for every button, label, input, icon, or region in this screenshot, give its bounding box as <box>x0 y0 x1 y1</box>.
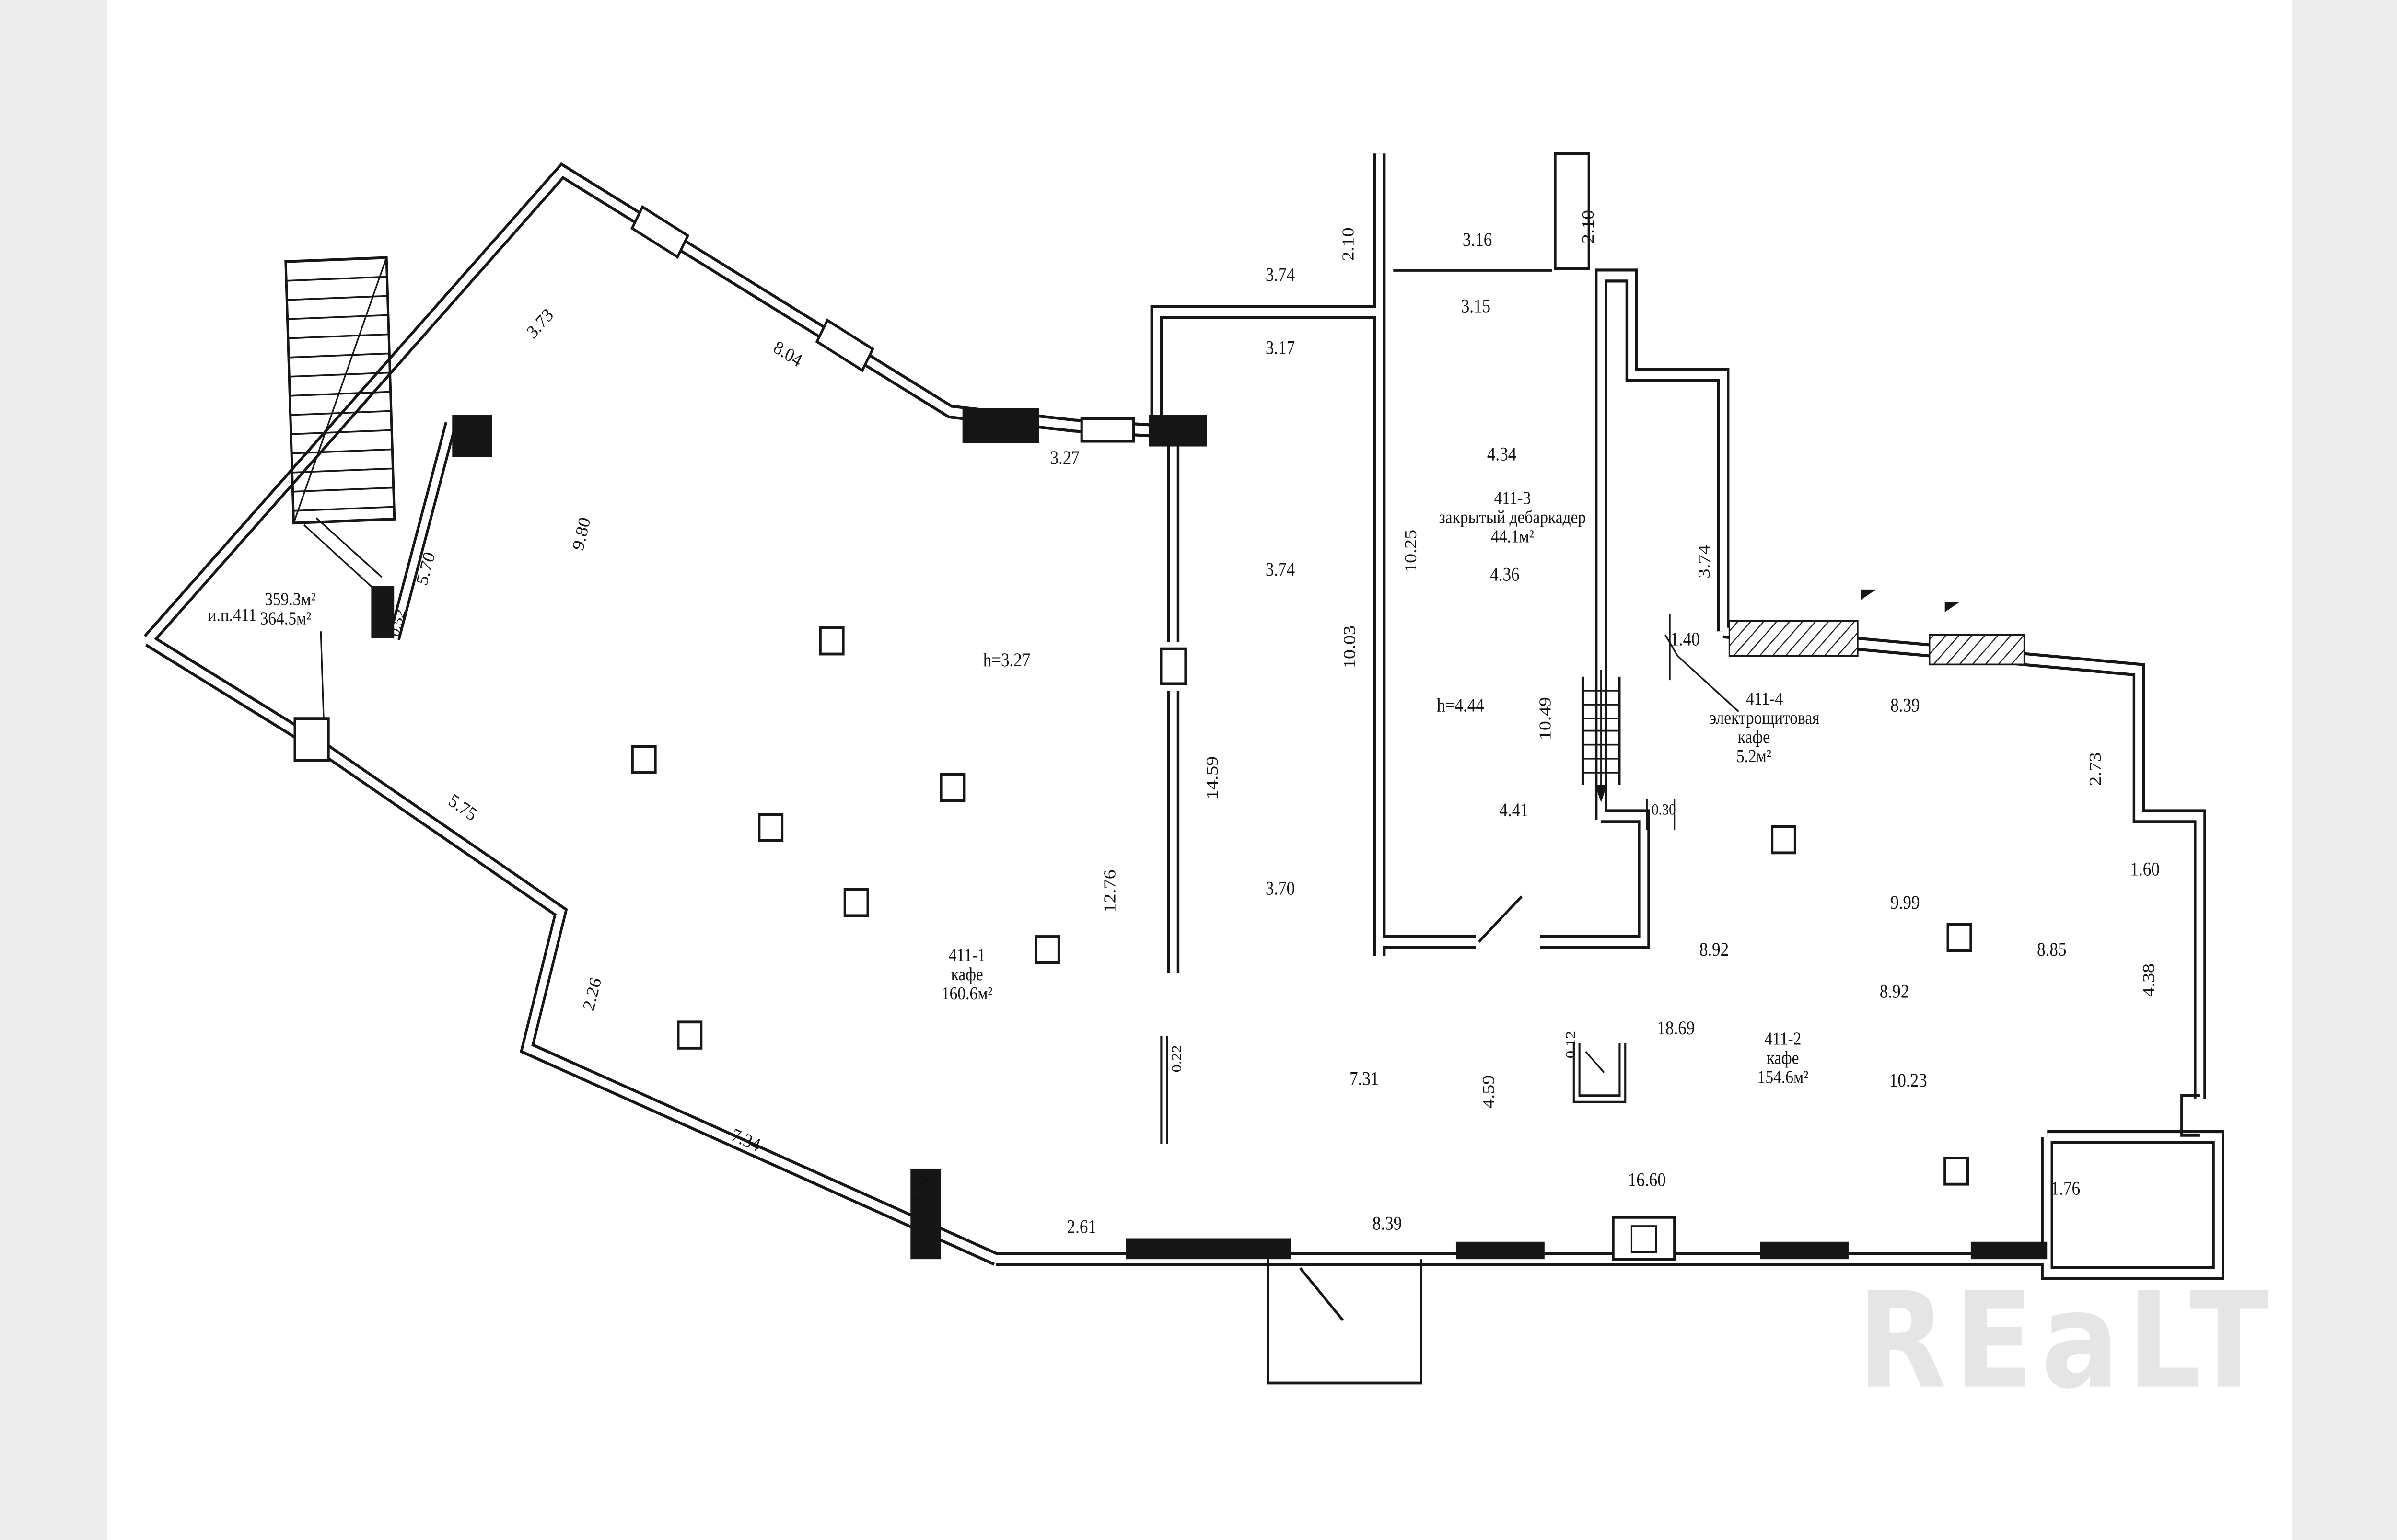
column <box>843 888 869 917</box>
dim-3-15: 3.15 <box>1461 295 1490 317</box>
window-icon <box>1080 417 1135 443</box>
room-411-4-area: 5.2м² <box>1736 746 1771 766</box>
dim-1-40: 1.40 <box>1670 628 1699 650</box>
column <box>1946 923 1972 952</box>
dim-1-76-right: 1.76 <box>2051 1178 2080 1199</box>
dim-8-92-a: 8.92 <box>1699 939 1729 961</box>
room-411-4-name1: электрощитовая <box>1710 707 1820 728</box>
dim-10-49: 10.49 <box>1536 697 1555 740</box>
column <box>677 1020 703 1050</box>
room-411-2-area: 154.6м² <box>1757 1067 1808 1088</box>
dim-1-60: 1.60 <box>2130 859 2160 880</box>
dim-8-85: 8.85 <box>2037 939 2066 961</box>
room-411-1-id: 411-1 <box>949 945 986 965</box>
ip411-leader-line <box>320 631 325 726</box>
dim-4-41: 4.41 <box>1499 799 1528 821</box>
height-debarkader: h=4.44 <box>1437 695 1484 716</box>
dim-3-74-top: 3.74 <box>1266 264 1295 286</box>
windows <box>630 205 2025 666</box>
dim-3-27: 3.27 <box>1050 447 1079 469</box>
column <box>631 745 657 774</box>
watermark-logo: REaLT <box>1857 1264 2276 1418</box>
room-411-3-id: 411-3 <box>1494 488 1531 509</box>
dim-2-73: 2.73 <box>2086 753 2105 786</box>
column <box>819 626 845 656</box>
wall-stub <box>293 717 330 762</box>
room-411-2-id: 411-2 <box>1765 1029 1802 1049</box>
column <box>1160 647 1187 685</box>
dim-3-16: 3.16 <box>1463 229 1492 251</box>
dim-10-23: 10.23 <box>1889 1070 1927 1091</box>
dim-16-60: 16.60 <box>1628 1169 1666 1191</box>
right-edge-notch <box>2180 1094 2200 1137</box>
dim-4-34: 4.34 <box>1487 444 1517 465</box>
exterior-stairs <box>284 256 396 525</box>
dim-3-70: 3.70 <box>1266 878 1295 900</box>
debarkader-door-leaf <box>1478 895 1523 943</box>
thin-partitions <box>1160 1036 1627 1145</box>
columns <box>631 626 1972 1186</box>
window-icon <box>815 318 874 372</box>
dim-2-10-left: 2.10 <box>1339 227 1358 261</box>
dim-8-39-right: 8.39 <box>1890 695 1920 716</box>
dim-4-36: 4.36 <box>1490 564 1519 586</box>
dim-14-59: 14.59 <box>1203 756 1222 799</box>
column <box>1771 825 1796 855</box>
window-icon <box>630 205 690 259</box>
debarkader-right-stub <box>1554 152 1590 270</box>
dim-4-38: 4.38 <box>2140 963 2158 997</box>
dim-0-12: 0.12 <box>1563 1031 1578 1058</box>
thin-lines <box>293 152 2200 1385</box>
dim-0-22: 0.22 <box>1169 1045 1184 1072</box>
entrance-vestibule <box>1267 1259 1422 1385</box>
entrance-door-leaf <box>1299 1267 1344 1321</box>
dim-4-59: 4.59 <box>1479 1075 1498 1109</box>
room-411-3-name: закрытый дебаркадер <box>1439 507 1586 528</box>
room-ip411-area-bottom: 364.5м² <box>260 608 311 629</box>
level-mark-icon <box>1944 602 1960 626</box>
dim-8-39-bottom: 8.39 <box>1373 1213 1402 1234</box>
dim-3-17: 3.17 <box>1266 337 1295 359</box>
left-margin-band <box>0 0 107 1540</box>
room-411-4-id: 411-4 <box>1746 688 1783 709</box>
column <box>1035 935 1060 964</box>
room-411-2-name: кафе <box>1767 1048 1799 1068</box>
room-labels: и.п.411 359.3м² 364.5м² 411-1 кафе 160.6… <box>208 488 1820 1088</box>
room-411-3-area: 44.1м² <box>1491 526 1534 547</box>
dim-12-76: 12.76 <box>1101 869 1119 913</box>
dim-8-92-b: 8.92 <box>1880 981 1909 1002</box>
dim-18-69: 18.69 <box>1657 1018 1695 1039</box>
dim-10-03: 10.03 <box>1340 625 1359 669</box>
dim-3-74-right: 3.74 <box>1695 544 1713 578</box>
room-ip411-area-top: 359.3м² <box>265 589 315 610</box>
level-mark-icon <box>1861 589 1876 614</box>
interior-stairs <box>1581 670 1621 802</box>
dim-3-74-mid: 3.74 <box>1266 559 1295 580</box>
dim-2-10-right: 2.10 <box>1579 210 1597 243</box>
solid-blocks <box>371 408 2048 1261</box>
dim-7-31: 7.31 <box>1350 1068 1379 1089</box>
right-margin-band <box>2292 0 2397 1540</box>
dim-0-30: 0.30 <box>1652 801 1676 818</box>
column <box>1943 1157 1969 1186</box>
room-411-4-name2: кафе <box>1738 727 1770 747</box>
dim-2-61: 2.61 <box>1067 1216 1096 1238</box>
height-main: h=3.27 <box>983 649 1031 671</box>
dim-10-25: 10.25 <box>1401 530 1420 573</box>
room-ip411-label: и.п.411 <box>208 604 256 625</box>
column <box>758 813 784 842</box>
stair-direction-arrow <box>1594 785 1607 802</box>
dim-9-99: 9.99 <box>1890 892 1920 914</box>
d012-leader <box>1585 1051 1605 1074</box>
hatched-window-band <box>1929 634 2025 666</box>
room-411-1-area: 160.6м² <box>942 983 992 1004</box>
hatched-window-band <box>1728 620 1859 657</box>
column <box>940 773 966 802</box>
room-411-1-name: кафе <box>951 964 983 984</box>
